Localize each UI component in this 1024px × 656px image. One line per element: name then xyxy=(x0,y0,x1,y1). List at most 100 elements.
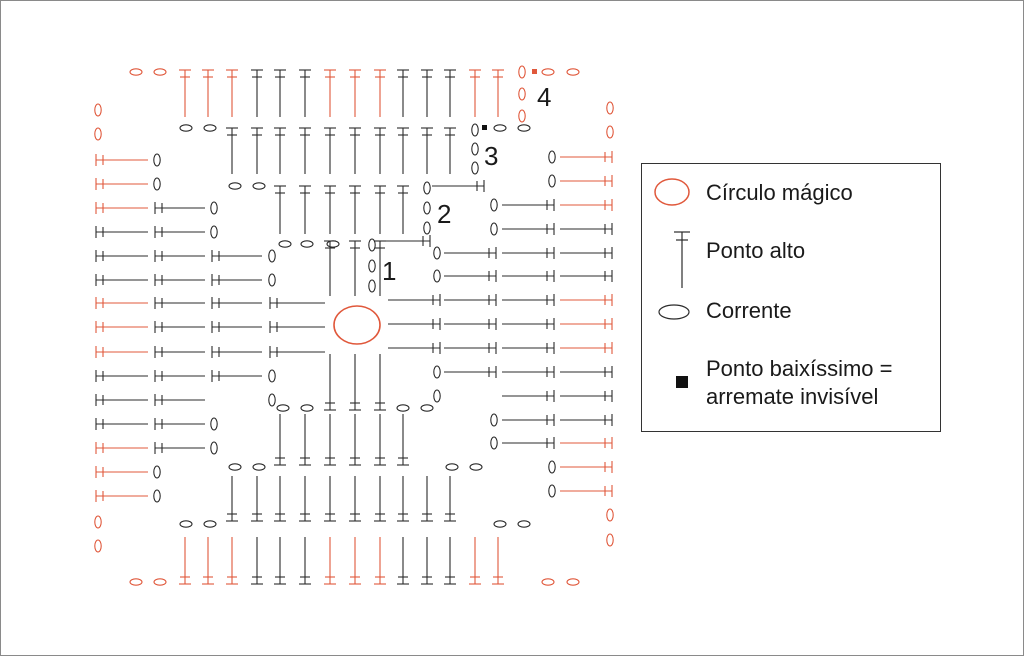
double-crochet-stitch xyxy=(226,127,238,174)
chain-stitch xyxy=(276,404,290,412)
double-crochet-stitch xyxy=(154,394,205,406)
double-crochet-stitch xyxy=(274,414,286,466)
round-label-4: 4 xyxy=(537,82,551,112)
double-crochet-stitch xyxy=(397,414,409,466)
chain-stitch xyxy=(153,465,161,479)
double-crochet-stitch xyxy=(154,346,205,358)
chain-stitch xyxy=(490,198,498,212)
chain-stitch xyxy=(423,181,431,195)
double-crochet-stitch xyxy=(95,321,148,333)
red-ellipse-icon xyxy=(654,178,690,206)
double-crochet-stitch xyxy=(374,69,386,117)
black-square-icon xyxy=(676,376,688,388)
double-crochet-stitch xyxy=(154,250,205,262)
double-crochet-stitch xyxy=(560,342,613,354)
double-crochet-stitch xyxy=(154,370,205,382)
chain-stitch xyxy=(606,125,614,139)
double-crochet-stitch xyxy=(154,321,205,333)
double-crochet-stitch xyxy=(432,180,485,192)
double-crochet-stitch xyxy=(324,537,336,585)
chain-stitch xyxy=(153,177,161,191)
double-crochet-stitch xyxy=(251,476,263,522)
double-crochet-stitch xyxy=(299,414,311,466)
double-crochet-stitch xyxy=(560,485,613,497)
chain-stitch xyxy=(368,238,376,252)
chain-stitch xyxy=(471,161,479,175)
double-crochet-stitch xyxy=(444,537,456,585)
chain-stitch xyxy=(566,68,580,76)
double-crochet-stitch xyxy=(374,127,386,174)
double-crochet-stitch xyxy=(299,185,311,234)
double-crochet-stitch xyxy=(95,154,148,166)
double-crochet-stitch xyxy=(299,537,311,585)
double-crochet-stitch xyxy=(95,442,148,454)
chain-stitch xyxy=(469,463,483,471)
legend-row-slip-stitch: Ponto baixíssimo = arremate invisível xyxy=(642,356,940,416)
double-crochet-stitch xyxy=(502,437,555,449)
chain-stitch xyxy=(94,103,102,117)
double-crochet-stitch xyxy=(421,127,433,174)
chain-stitch xyxy=(433,246,441,260)
chain-stitch xyxy=(548,484,556,498)
double-crochet-stitch xyxy=(251,127,263,174)
chain-stitch xyxy=(606,533,614,547)
chain-stitch xyxy=(300,240,314,248)
legend-label-chain: Corrente xyxy=(706,298,792,323)
double-crochet-stitch xyxy=(269,321,325,333)
chain-stitch xyxy=(210,441,218,455)
chain-stitch xyxy=(518,87,526,101)
double-crochet-stitch xyxy=(397,476,409,522)
double-crochet-stitch xyxy=(324,240,336,296)
double-crochet-stitch xyxy=(202,537,214,585)
double-crochet-stitch xyxy=(211,274,262,286)
chain-stitch xyxy=(471,123,479,137)
double-crochet-stitch xyxy=(226,537,238,585)
chain-stitch xyxy=(203,124,217,132)
double-crochet-stitch xyxy=(560,199,613,211)
chain-stitch xyxy=(228,463,242,471)
double-crochet-stitch xyxy=(560,151,613,163)
chain-stitch xyxy=(517,124,531,132)
double-crochet-stitch xyxy=(349,414,361,466)
double-crochet-stitch xyxy=(560,366,613,378)
chain-stitch xyxy=(153,489,161,503)
double-crochet-stitch xyxy=(560,294,613,306)
chain-stitch xyxy=(490,436,498,450)
legend-label-slip-stitch: Ponto baixíssimo = xyxy=(706,356,893,381)
double-crochet-stitch xyxy=(492,69,504,117)
chain-stitch xyxy=(433,389,441,403)
double-crochet-stitch xyxy=(388,342,441,354)
double-crochet-stitch xyxy=(349,354,361,411)
double-crochet-stitch xyxy=(444,476,456,522)
double-crochet-stitch xyxy=(502,223,555,235)
chain-stitch xyxy=(94,127,102,141)
double-crochet-stitch xyxy=(95,370,148,382)
double-crochet-stitch xyxy=(226,69,238,117)
legend-box: Círculo mágico Ponto alto Corrente Ponto… xyxy=(641,163,941,432)
double-crochet-stitch xyxy=(324,354,336,411)
double-crochet-stitch xyxy=(560,461,613,473)
chain-stitch xyxy=(129,578,143,586)
double-crochet-stitch xyxy=(299,127,311,174)
double-crochet-stitch xyxy=(444,366,497,378)
double-crochet-stitch xyxy=(95,250,148,262)
double-crochet-stitch xyxy=(324,127,336,174)
double-crochet-stitch xyxy=(502,318,555,330)
chain-stitch xyxy=(300,404,314,412)
double-crochet-stitch xyxy=(502,294,555,306)
double-crochet-stitch xyxy=(299,476,311,522)
chain-stitch xyxy=(268,273,276,287)
chain-stitch xyxy=(203,520,217,528)
double-crochet-stitch xyxy=(211,321,262,333)
double-crochet-stitch xyxy=(95,466,148,478)
chain-stitch xyxy=(94,515,102,529)
double-crochet-stitch xyxy=(444,247,497,259)
double-crochet-stitch xyxy=(274,185,286,234)
double-crochet-stitch xyxy=(211,370,262,382)
double-crochet-stitch xyxy=(274,476,286,522)
double-crochet-stitch xyxy=(251,69,263,117)
double-crochet-stitch xyxy=(324,185,336,234)
double-crochet-stitch xyxy=(502,390,555,402)
chain-stitch xyxy=(606,101,614,115)
double-crochet-stitch xyxy=(179,537,191,585)
